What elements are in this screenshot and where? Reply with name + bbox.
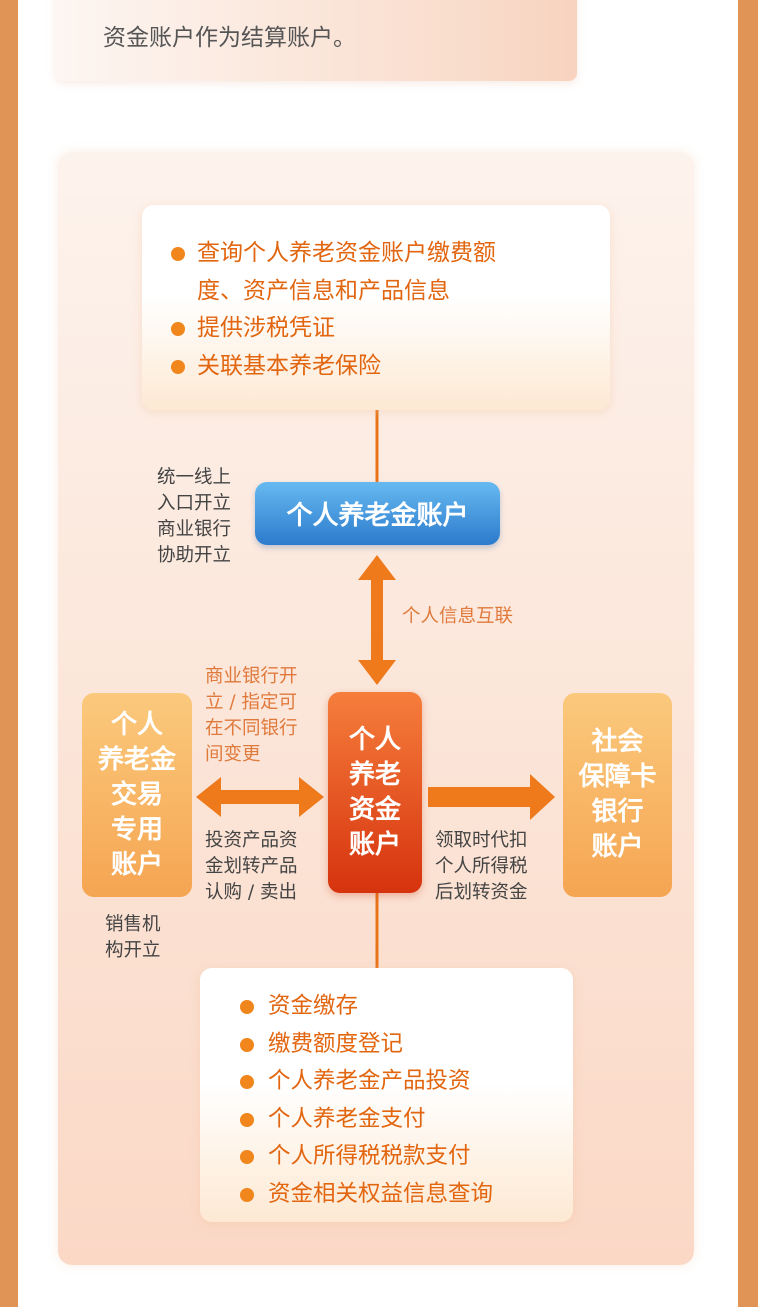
left-arrow-top-label: 商业银行开 立 / 指定可 在不同银行 间变更 xyxy=(205,666,298,765)
pension-fund-account-node: 个人 养老 资金 账户 xyxy=(328,692,422,893)
vertical-double-arrow xyxy=(358,555,396,685)
list-item: 资金缴存 xyxy=(240,988,573,1026)
bullet-icon xyxy=(171,247,185,261)
bullet-icon xyxy=(240,1112,254,1127)
list-item: 个人所得税税款支付 xyxy=(240,1138,573,1176)
bullet-icon xyxy=(240,1075,254,1090)
right-arrow-bottom-label: 领取时代扣 个人所得税 后划转资金 xyxy=(435,830,528,903)
top-card xyxy=(55,0,577,81)
top-card-text: 资金账户作为结算账户。 xyxy=(103,25,356,51)
pension-account-node: 个人养老金账户 xyxy=(255,482,500,545)
pension-account-open-note: 统一线上 入口开立 商业银行 协助开立 xyxy=(157,467,232,566)
bullet-icon xyxy=(240,1000,254,1014)
bullet-icon xyxy=(171,359,185,374)
horizontal-double-arrow xyxy=(196,777,324,817)
right-arrow xyxy=(428,774,555,820)
trading-account-open-note: 销售机 构开立 xyxy=(105,914,161,961)
bullet-icon xyxy=(240,1037,254,1052)
list-item: 提供涉税凭证 xyxy=(171,310,610,348)
list-item: 缴费额度登记 xyxy=(240,1026,573,1064)
bullet-icon xyxy=(240,1187,254,1202)
list-item: 个人养老金支付 xyxy=(240,1101,573,1139)
fund-account-functions-box: 资金缴存 缴费额度登记 个人养老金产品投资 个人养老金支付 个人所得税税款支付 … xyxy=(200,968,573,1222)
frame-left xyxy=(0,0,18,1307)
bullet-icon xyxy=(240,1150,254,1165)
left-arrow-bottom-label: 投资产品资 金划转产品 认购 / 卖出 xyxy=(205,830,298,903)
account-functions-box: 查询个人养老资金账户缴费额度、资产信息和产品信息 提供涉税凭证 关联基本养老保险 xyxy=(142,205,610,410)
list-item: 个人养老金产品投资 xyxy=(240,1063,573,1101)
social-security-card-account-node: 社会 保障卡 银行 账户 xyxy=(563,693,672,897)
frame-right xyxy=(738,0,758,1307)
list-item: 关联基本养老保险 xyxy=(171,348,610,386)
list-item: 查询个人养老资金账户缴费额度、资产信息和产品信息 xyxy=(171,235,610,310)
link-label: 个人信息互联 xyxy=(402,606,514,627)
bullet-icon xyxy=(171,322,185,336)
trading-account-node: 个人 养老金 交易 专用 账户 xyxy=(82,693,192,897)
list-item: 资金相关权益信息查询 xyxy=(240,1176,573,1214)
